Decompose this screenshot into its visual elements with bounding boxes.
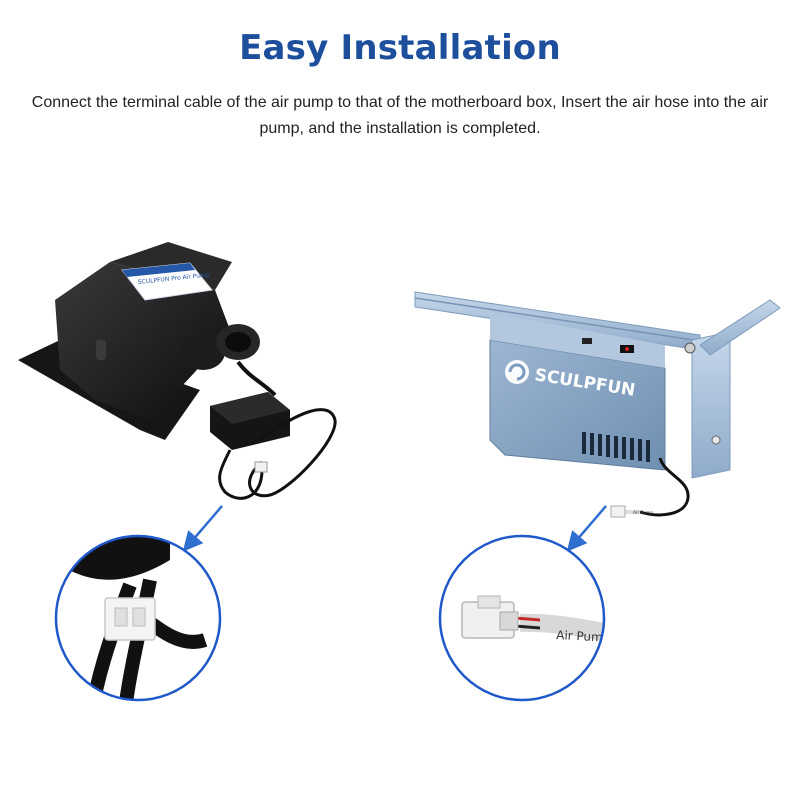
pump-connector-zoom	[54, 534, 222, 702]
pump-label: SCULPFUN Pro Air Pump	[121, 262, 213, 301]
cable-label-small: Air Pump	[633, 510, 653, 516]
arrow-down-left-icon	[566, 505, 607, 552]
page-title: Easy Installation	[239, 28, 561, 68]
arrow-down-left-icon	[182, 505, 223, 552]
jst-connector	[104, 597, 156, 641]
machine-frame-illustration: SCULPFUN Air Pump	[414, 291, 781, 518]
box-connector-zoom: Air Pump	[438, 534, 611, 702]
jst-connector-box-side	[461, 595, 519, 639]
cable-label-zoom: Air Pump	[556, 628, 611, 645]
installation-description: Connect the terminal cable of the air pu…	[31, 94, 769, 137]
air-pump-illustration: SCULPFUN Pro Air Pump	[18, 242, 337, 500]
